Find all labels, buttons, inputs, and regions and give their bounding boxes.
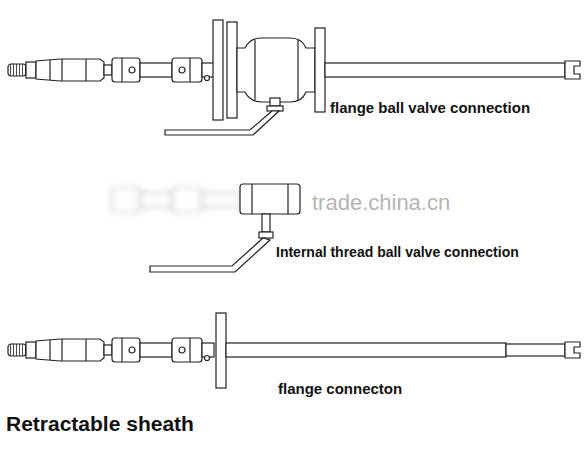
connection-label: Internal thread ball valve connection	[276, 244, 519, 260]
watermark: trade.china.cn	[312, 190, 450, 215]
drawing-stroke	[315, 28, 325, 112]
drawing-stroke	[262, 214, 270, 232]
internal-thread-ball-valve-assembly	[112, 184, 300, 272]
drawing-stroke	[202, 193, 240, 207]
connection-label: flange ball valve connection	[330, 99, 530, 116]
drawing-stroke	[8, 58, 214, 82]
drawing-stroke	[216, 313, 226, 388]
drawing-stroke	[267, 106, 283, 111]
drawing-stroke	[8, 338, 214, 362]
drawing-stroke	[240, 184, 300, 214]
drawing-stroke	[506, 344, 565, 356]
drawing-stroke	[150, 238, 270, 272]
drawing-stroke	[165, 111, 279, 135]
drawing-stroke	[565, 61, 580, 79]
title: Retractable sheath	[6, 412, 194, 436]
connection-label: flange connecton	[278, 380, 402, 397]
drawing-stroke	[325, 63, 565, 77]
drawing-stroke	[213, 20, 223, 120]
drawing-stroke	[259, 232, 273, 238]
flange-connection-assembly	[8, 313, 580, 388]
drawing-stroke	[227, 22, 237, 118]
drawing-stroke	[254, 40, 255, 100]
drawing-stroke	[226, 343, 506, 357]
drawing-stroke	[565, 342, 580, 358]
drawing-stroke	[270, 98, 280, 106]
drawing-stroke	[140, 193, 172, 207]
drawing-stroke	[251, 184, 252, 214]
blurred-fittings	[112, 188, 240, 212]
drawing-stroke	[287, 184, 288, 214]
drawing-stroke	[297, 40, 298, 100]
flange-ball-valve-assembly	[8, 20, 580, 135]
drawing-stroke	[172, 188, 202, 212]
drawing-stroke	[237, 38, 315, 102]
drawing-stroke	[112, 188, 140, 212]
